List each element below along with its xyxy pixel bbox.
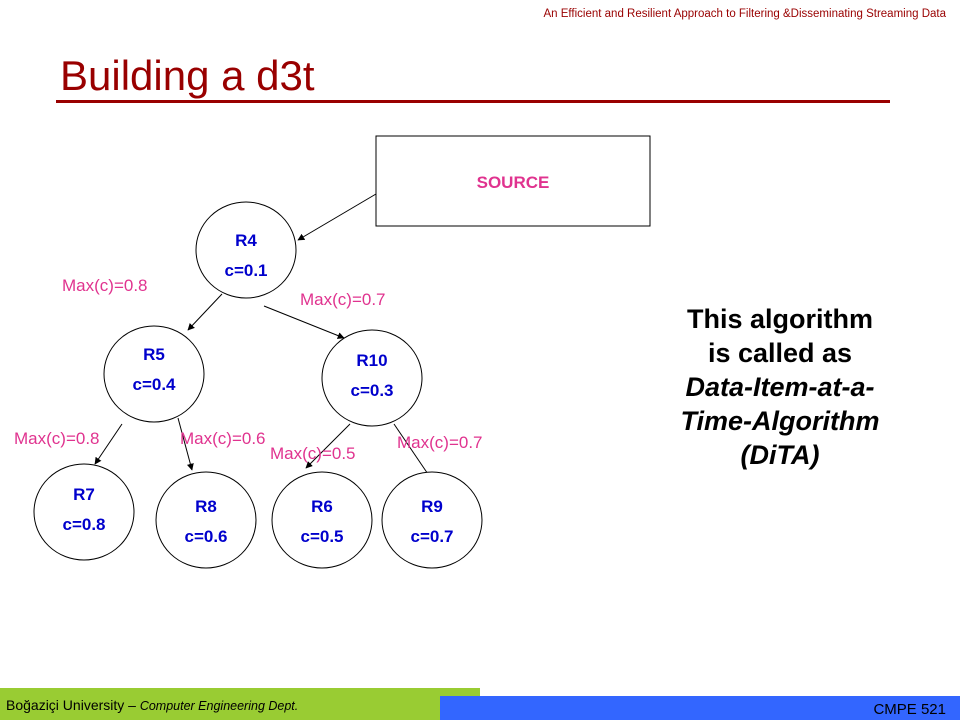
node-r4-name: R4: [235, 231, 257, 250]
node-r5-name: R5: [143, 345, 165, 364]
edge-r5-r8: [177, 417, 194, 471]
footer-university-name: Boğaziçi University –: [6, 697, 140, 713]
algorithm-note-line3: Data-Item-at-a-: [685, 372, 875, 402]
node-r6-c: c=0.5: [300, 527, 343, 546]
node-r7-c: c=0.8: [62, 515, 105, 534]
edge-r4-r5: [187, 293, 223, 331]
node-r5-c: c=0.4: [132, 375, 176, 394]
footer-course: CMPE 521: [873, 701, 946, 718]
node-r6: R6 c=0.5: [271, 471, 373, 569]
node-r7: R7 c=0.8: [33, 463, 135, 561]
edge-r10-r9: [393, 423, 433, 481]
edge-r5-r7: [94, 423, 123, 465]
algorithm-note-line2: is called as: [707, 338, 853, 368]
edge-label-r5-r8: Max(c)=0.6: [180, 429, 266, 448]
footer-green-bar: [0, 688, 480, 720]
edge-label-r10-r9: Max(c)=0.7: [397, 433, 483, 452]
node-r4-c: c=0.1: [224, 261, 267, 280]
node-r9-name: R9: [421, 497, 443, 516]
algorithm-note-line5: (DiTA): [740, 440, 820, 470]
node-r10-name: R10: [356, 351, 387, 370]
node-r6-name: R6: [311, 497, 333, 516]
edge-r4-r10: [263, 305, 345, 339]
footer-blue-bar: [440, 696, 960, 720]
edge-label-r10-r6: Max(c)=0.5: [270, 444, 356, 463]
node-r4: R4 c=0.1: [195, 201, 297, 299]
node-r8: R8 c=0.6: [155, 471, 257, 569]
footer-department: Computer Engineering Dept.: [139, 699, 299, 713]
edge-source-r4: [297, 193, 377, 241]
edge-r10-r6: [305, 423, 351, 469]
title-underline: [56, 100, 890, 103]
slide-title: Building a d3t: [60, 52, 315, 99]
node-r10-c: c=0.3: [350, 381, 393, 400]
node-r9: R9 c=0.7: [381, 471, 483, 569]
node-r7-name: R7: [73, 485, 95, 504]
source-label: SOURCE: [477, 173, 550, 192]
node-r8-name: R8: [195, 497, 217, 516]
edge-label-r4-r5: Max(c)=0.8: [62, 276, 148, 295]
node-r9-c: c=0.7: [410, 527, 453, 546]
header-note: An Efficient and Resilient Approach to F…: [543, 8, 947, 20]
node-r8-c: c=0.6: [184, 527, 227, 546]
node-r10: R10 c=0.3: [321, 329, 423, 427]
algorithm-note: This algorithm is called as Data-Item-at…: [640, 302, 920, 472]
node-r5: R5 c=0.4: [103, 325, 205, 423]
source-box: [375, 135, 651, 227]
footer-university: Boğaziçi University – Computer Engineeri…: [6, 697, 298, 713]
edge-label-r4-r10: Max(c)=0.7: [300, 290, 386, 309]
algorithm-note-line1: This algorithm: [686, 304, 873, 334]
edge-label-r5-r7: Max(c)=0.8: [14, 429, 100, 448]
algorithm-note-line4: Time-Algorithm: [680, 406, 880, 436]
